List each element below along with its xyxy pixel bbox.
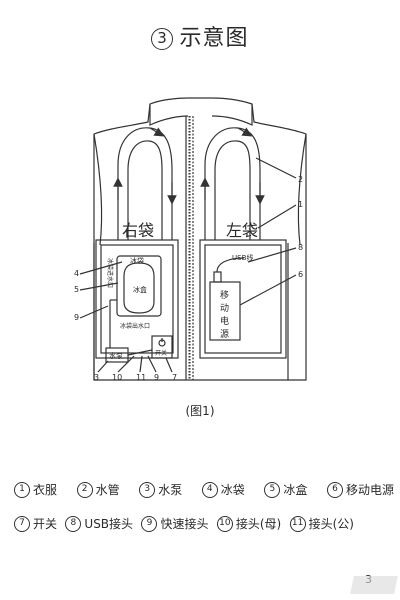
legend-label: 快速接头 <box>160 517 209 531</box>
collar-inner <box>149 104 189 126</box>
callout-7: 7 <box>172 373 177 382</box>
callout-9: 9 <box>74 313 79 322</box>
power-bank-char-1: 移 <box>220 289 229 301</box>
legend-label: 冰袋 <box>220 483 245 497</box>
flow-arrow <box>149 127 165 137</box>
leader-9b <box>147 355 157 373</box>
legend-number: 6 <box>326 481 343 498</box>
pump-label: 水泵 <box>109 351 123 360</box>
callout-9b: 9 <box>154 373 159 382</box>
legend-number: 11 <box>289 515 306 532</box>
usb-label: USB线 <box>232 253 253 262</box>
legend-number: 3 <box>139 481 156 498</box>
watermark-logo <box>350 576 398 594</box>
flow-arrow <box>237 127 253 137</box>
legend-label: 水管 <box>95 483 120 497</box>
figure-caption: (图1) <box>185 404 215 418</box>
leader-8 <box>247 247 297 263</box>
callout-4: 4 <box>74 269 79 278</box>
switch-box <box>151 335 173 359</box>
legend-number: 7 <box>14 515 30 532</box>
leader-10 <box>117 355 135 373</box>
legend-number: 1 <box>14 481 30 498</box>
power-bank-char-2: 动 <box>220 303 229 314</box>
right-pocket <box>95 239 179 359</box>
leader-5 <box>79 282 119 291</box>
callout-2: 2 <box>298 175 303 184</box>
power-bank-char-3: 电 <box>220 315 229 327</box>
armhole-left <box>93 133 103 246</box>
leader-9 <box>79 305 109 319</box>
leader-11 <box>139 355 143 373</box>
ice-box-label: 冰盒 <box>133 285 147 294</box>
tube-loop-right-inner <box>214 140 251 240</box>
leader-1 <box>257 204 297 229</box>
switch-label: 开关 <box>155 349 167 357</box>
legend-label: USB接头 <box>84 517 134 531</box>
left-pocket-inner <box>204 244 282 354</box>
legend-label: 冰盒 <box>283 483 308 497</box>
callout-6: 6 <box>298 270 303 279</box>
legend-label: 水泵 <box>158 483 183 497</box>
left-pocket <box>199 239 287 359</box>
tube-loop-left-inner <box>127 140 163 240</box>
ice-inlet-label: 冰袋进水口 <box>106 258 114 288</box>
leader-6 <box>239 274 297 306</box>
left-pocket-label: 左袋 <box>226 221 258 240</box>
leader-7 <box>165 357 173 373</box>
legend-label: 衣服 <box>33 483 58 497</box>
callout-3: 3 <box>94 373 99 382</box>
leader-3 <box>97 360 109 373</box>
legend-number: 9 <box>141 515 158 532</box>
callout-11: 11 <box>136 373 146 382</box>
title-text: 示意图 <box>179 26 249 51</box>
legend-number: 5 <box>264 481 281 498</box>
usb-cable <box>216 257 245 273</box>
ice-bag <box>123 262 155 314</box>
callout-10: 10 <box>112 373 122 382</box>
ice-box <box>116 255 162 317</box>
leader-2 <box>255 157 297 179</box>
legend-number: 10 <box>216 515 233 532</box>
legend-label: 接头(公) <box>308 517 354 531</box>
connector-line <box>127 349 153 356</box>
power-bank <box>209 281 241 341</box>
vest-diagram: 右袋 左袋 冰袋 冰盒 冰袋出水口 水泵 开关 USB线 移 动 电 源 1 2… <box>74 97 307 382</box>
legend-number: 4 <box>201 481 218 498</box>
callout-5: 5 <box>74 285 79 294</box>
ice-outlet-label: 冰袋出水口 <box>120 322 150 330</box>
right-pocket-label: 右袋 <box>122 221 154 240</box>
callout-8: 8 <box>298 243 303 252</box>
collar-inner-right <box>211 104 253 126</box>
usb-plug <box>213 271 222 283</box>
title-number: 3 <box>151 28 174 50</box>
legend-label: 开关 <box>33 517 58 531</box>
legend-number: 8 <box>65 515 82 532</box>
leader-4 <box>79 261 123 275</box>
legend-label: 接头(母) <box>235 517 282 531</box>
legend-label: 移动电源 <box>345 483 394 497</box>
callout-1: 1 <box>298 200 303 209</box>
vest-outline <box>93 97 307 381</box>
ice-inlet-vertical: 冰袋进水口 <box>106 258 114 288</box>
armhole-right <box>297 133 307 246</box>
power-bank-char-4: 源 <box>220 329 229 340</box>
legend-number: 2 <box>76 481 93 498</box>
ice-bag-label: 冰袋 <box>130 256 144 265</box>
